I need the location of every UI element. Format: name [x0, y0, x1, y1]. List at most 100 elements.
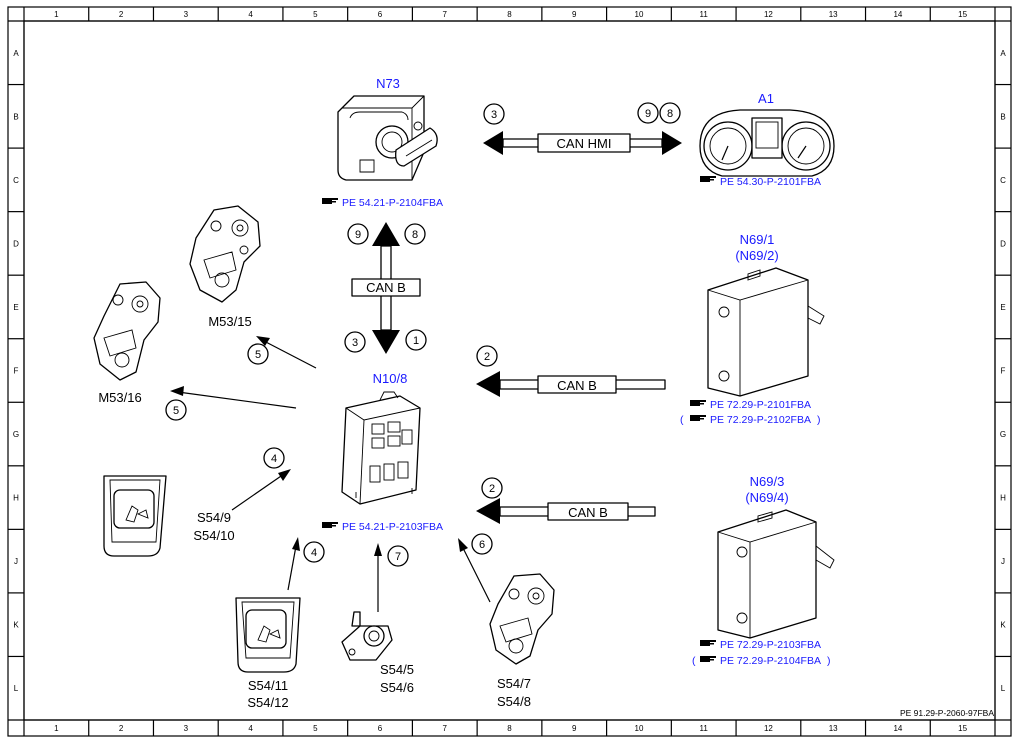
n10-8-label: N10/8	[373, 371, 408, 386]
row-index: C	[1000, 176, 1006, 185]
n73-reference: PE 54.21-P-2104FBA	[322, 197, 443, 209]
svg-text:7: 7	[395, 551, 401, 563]
row-index: J	[14, 557, 18, 566]
column-index: 9	[572, 724, 577, 733]
row-index: C	[13, 176, 19, 185]
n69-3-reference: PE 72.29-P-2103FBA ( PE 72.29-P-2104FBA …	[692, 639, 831, 667]
s54-5-label: S54/5	[380, 662, 414, 677]
arrow-to-m53-15	[256, 336, 317, 369]
n73-ignition-lock: N73	[337, 76, 438, 181]
drawing-id: PE 91.29-P-2060-97FBA	[900, 708, 994, 718]
s54-11-label: S54/11	[248, 678, 288, 693]
row-index: D	[13, 239, 19, 248]
n10-8-reference: PE 54.21-P-2103FBA	[322, 521, 443, 533]
column-index: 13	[829, 10, 838, 19]
column-index: 4	[248, 10, 253, 19]
column-index: 3	[184, 10, 189, 19]
can-b-label: CAN B	[568, 505, 608, 520]
n10-8-sam-control-unit: N10/8	[341, 371, 421, 505]
svg-text:9: 9	[645, 108, 651, 120]
finger-pointer-icon	[322, 522, 338, 528]
column-index: 15	[958, 10, 967, 19]
s54-9-label: S54/9	[197, 510, 231, 525]
n69-1-door-control-unit: N69/1 (N69/2)	[707, 232, 825, 397]
column-index: 9	[572, 10, 577, 19]
column-index: 10	[635, 10, 644, 19]
n73-label: N73	[376, 76, 400, 91]
s54-6-label: S54/6	[380, 680, 414, 695]
svg-text:3: 3	[491, 109, 497, 121]
signal-badge: 7	[387, 545, 409, 567]
row-index: L	[1001, 684, 1006, 693]
n73-ref-text: PE 54.21-P-2104FBA	[342, 197, 443, 209]
arrow-from-s54-5	[374, 543, 382, 612]
signal-badge: 8	[659, 102, 681, 124]
n10-8-ref-text: PE 54.21-P-2103FBA	[342, 521, 443, 533]
svg-text:): )	[817, 414, 821, 426]
svg-text:4: 4	[271, 453, 277, 465]
can-b-n69-3-bus: CAN B	[476, 498, 656, 524]
column-index: 15	[958, 724, 967, 733]
s54-10-label: S54/10	[193, 528, 234, 543]
signal-badge: 3	[483, 103, 505, 125]
row-index: H	[13, 494, 19, 503]
svg-text:8: 8	[412, 229, 418, 241]
column-index: 11	[700, 10, 709, 19]
column-index: 14	[893, 724, 902, 733]
row-index: E	[1000, 303, 1005, 312]
signal-badge: 6	[471, 533, 493, 555]
row-index: D	[1000, 239, 1006, 248]
s54-7-seat-switch	[489, 573, 555, 665]
can-b-n69-1-bus: CAN B	[476, 371, 666, 397]
signal-badge: 5	[165, 399, 187, 421]
s54-5-seat-switch	[341, 611, 393, 661]
n69-1-alt-label: (N69/2)	[735, 248, 778, 263]
a1-label: A1	[758, 91, 774, 106]
a1-ref-text: PE 54.30-P-2101FBA	[720, 176, 821, 188]
finger-pointer-icon	[322, 198, 338, 204]
svg-text:5: 5	[173, 405, 179, 417]
can-hmi-label: CAN HMI	[557, 136, 612, 151]
column-index: 1	[54, 724, 59, 733]
m53-15-label: M53/15	[208, 314, 251, 329]
column-index: 1	[54, 10, 59, 19]
arrow-from-s54-9	[231, 469, 291, 511]
n69-1-ref-text: PE 72.29-P-2101FBA	[710, 399, 811, 411]
column-index: 8	[507, 724, 512, 733]
svg-text:(: (	[692, 655, 696, 667]
n69-1-ref-alt-text: PE 72.29-P-2102FBA	[710, 414, 811, 426]
finger-pointer-icon	[690, 400, 706, 406]
column-index: 2	[119, 10, 124, 19]
finger-pointer-icon	[690, 415, 706, 421]
arrow-from-s54-11	[287, 537, 300, 591]
a1-reference: PE 54.30-P-2101FBA	[700, 176, 821, 188]
can-hmi-bus: CAN HMI	[483, 131, 682, 155]
arrow-from-s54-7	[458, 538, 491, 603]
n69-3-ref-text: PE 72.29-P-2103FBA	[720, 639, 821, 651]
column-index: 2	[119, 724, 124, 733]
arrow-to-m53-16	[170, 386, 297, 409]
row-index: A	[1000, 49, 1006, 58]
n69-1-label: N69/1	[740, 232, 775, 247]
column-index: 7	[443, 724, 448, 733]
row-index: F	[14, 367, 19, 376]
row-index: G	[13, 430, 19, 439]
signal-badge: 4	[303, 541, 325, 563]
row-index: G	[1000, 430, 1006, 439]
svg-text:5: 5	[255, 349, 261, 361]
m53-15-seat-motor	[189, 205, 261, 303]
n69-3-ref-alt-text: PE 72.29-P-2104FBA	[720, 655, 821, 667]
n69-1-reference: PE 72.29-P-2101FBA ( PE 72.29-P-2102FBA …	[680, 399, 821, 426]
can-b-label: CAN B	[366, 280, 406, 295]
column-index: 7	[443, 10, 448, 19]
row-index: L	[14, 684, 19, 693]
s54-11-seat-switch	[235, 597, 301, 673]
a1-instrument-cluster: A1	[699, 91, 835, 177]
s54-12-label: S54/12	[247, 695, 288, 710]
row-index: B	[13, 112, 18, 121]
row-index: J	[1001, 557, 1005, 566]
signal-badge: 5	[247, 343, 269, 365]
finger-pointer-icon	[700, 656, 716, 662]
